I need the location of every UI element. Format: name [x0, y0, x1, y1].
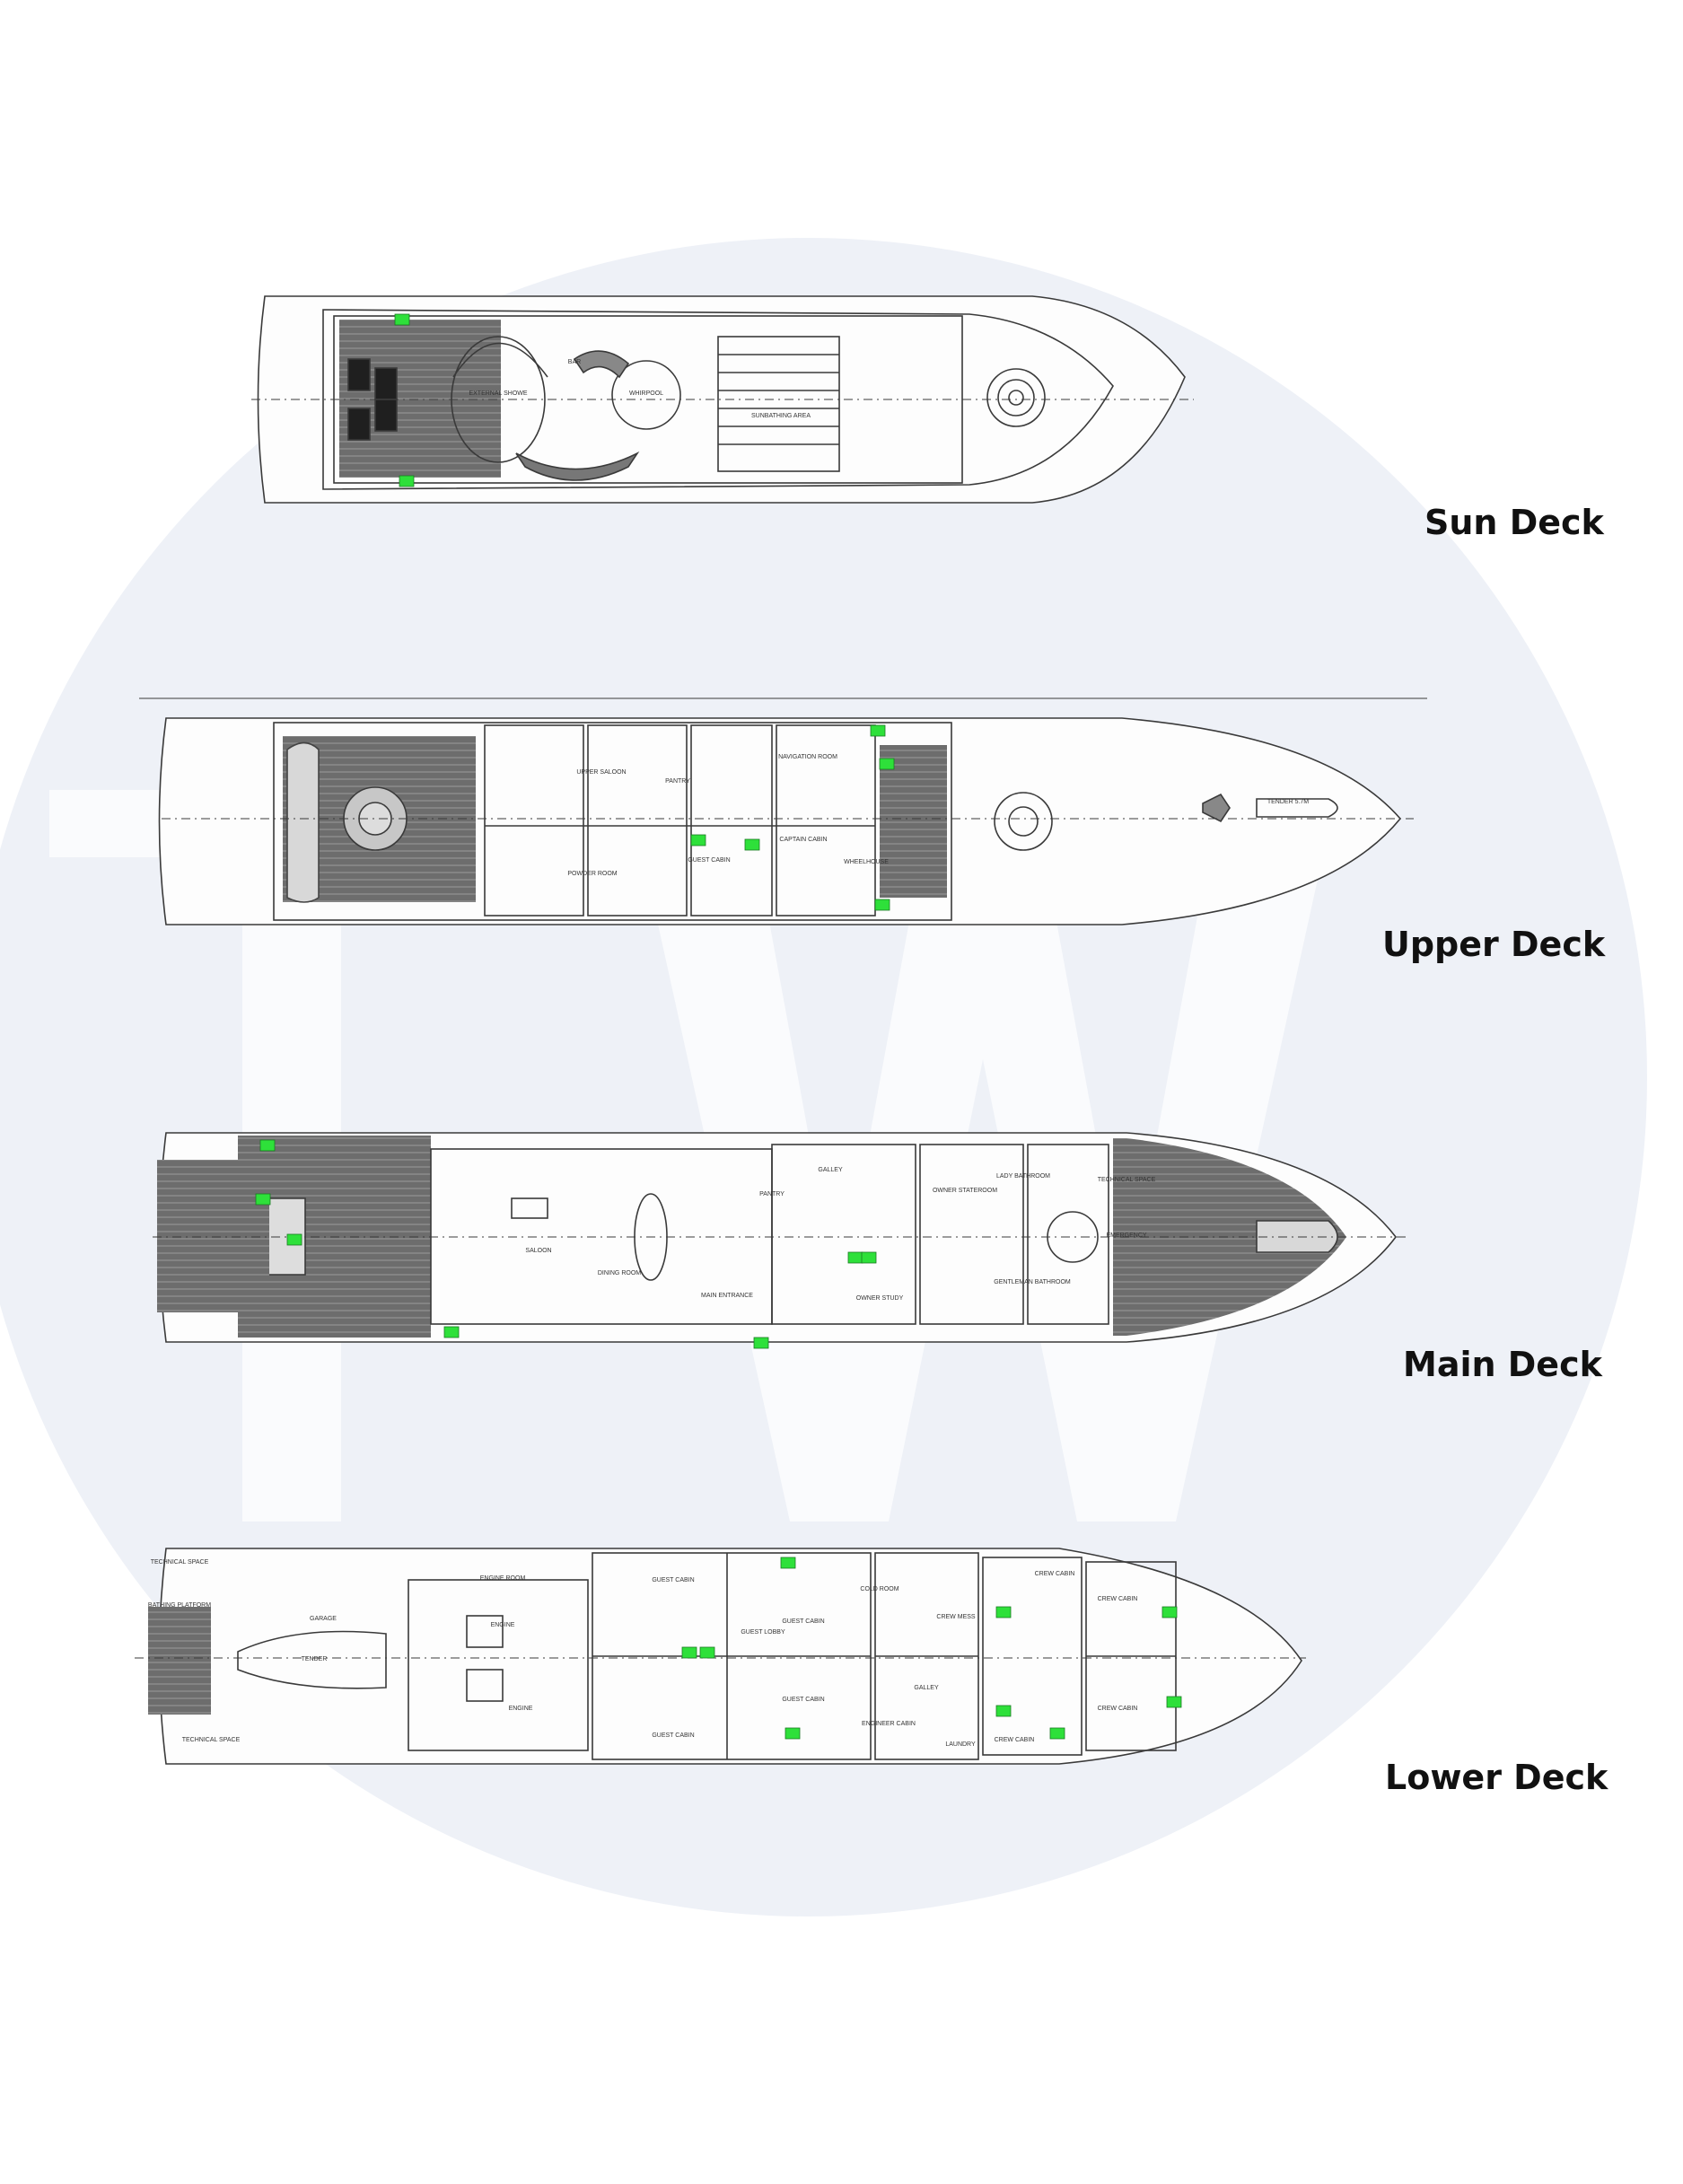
sun-deck-plan	[251, 295, 1194, 504]
lower-room-label: BATHING PLATFORM	[148, 1602, 211, 1609]
upper-deck-plan	[139, 697, 1427, 925]
main-room-label: GENTLEMAN BATHROOM	[994, 1279, 1071, 1285]
upper-room-label: GUEST CABIN	[688, 857, 730, 864]
equipment-markers	[255, 313, 1182, 1740]
lower-room-label: CREW CABIN	[1035, 1571, 1075, 1577]
deck-title-lower: Lower Deck	[1385, 1758, 1608, 1797]
main-room-label: SALOON	[525, 1248, 551, 1254]
lower-room-label: LAUNDRY	[945, 1741, 976, 1748]
equipment-marker	[874, 899, 890, 911]
upper-room-label: UPPER SALOON	[576, 769, 626, 776]
sun-room-label: EXTERNAL SHOWE	[469, 390, 527, 397]
equipment-marker	[699, 1646, 715, 1659]
equipment-marker	[259, 1139, 276, 1152]
lower-room-label: GUEST CABIN	[782, 1697, 824, 1703]
watermark-circle	[0, 238, 1647, 1916]
deck-title-sun: Sun Deck	[1424, 503, 1604, 542]
equipment-marker	[399, 475, 415, 487]
lower-room-label: GUEST CABIN	[652, 1732, 694, 1739]
equipment-marker	[443, 1326, 460, 1338]
room-labels: EXTERNAL SHOWE BAR WHIRPOOL SUNBATHING AREA…	[148, 359, 1309, 1748]
lower-room-label: ENGINE	[491, 1622, 515, 1628]
sun-room-label: SUNBATHING AREA	[751, 413, 811, 419]
main-room-label: EMERGENCY	[1106, 1232, 1146, 1239]
deck-title-upper: Upper Deck	[1382, 925, 1606, 964]
equipment-marker	[744, 838, 760, 851]
main-room-label: DINING ROOM	[598, 1270, 641, 1276]
equipment-marker	[690, 834, 706, 846]
equipment-marker	[785, 1727, 801, 1740]
main-deck-plan	[153, 1132, 1409, 1343]
equipment-marker	[995, 1606, 1012, 1618]
equipment-marker	[879, 758, 895, 770]
main-room-label: GALLEY	[818, 1167, 843, 1173]
lower-room-label: TECHNICAL SPACE	[151, 1559, 209, 1566]
equipment-marker	[255, 1193, 271, 1206]
lower-room-label: TENDER	[302, 1656, 328, 1662]
equipment-marker	[780, 1557, 796, 1569]
equipment-marker	[394, 313, 410, 326]
upper-room-label: POWDER ROOM	[567, 871, 617, 877]
equipment-marker	[681, 1646, 697, 1659]
main-room-label: PANTRY	[759, 1191, 785, 1197]
main-room-label: LADY BATHROOM	[996, 1173, 1050, 1180]
lower-room-label: GUEST CABIN	[782, 1618, 824, 1625]
lower-room-label: ENGINE	[509, 1706, 533, 1712]
deck-title-main: Main Deck	[1403, 1345, 1602, 1384]
equipment-marker	[847, 1251, 863, 1264]
lower-room-label: CREW MESS	[936, 1614, 976, 1620]
equipment-marker	[1049, 1727, 1065, 1740]
main-room-label: MAIN ENTRANCE	[701, 1293, 753, 1299]
main-room-label: OWNER STUDY	[856, 1295, 904, 1302]
main-room-label: OWNER STATEROOM	[933, 1188, 997, 1194]
lower-room-label: ENGINE ROOM	[480, 1575, 526, 1582]
lower-room-label: TECHNICAL SPACE	[182, 1737, 241, 1743]
main-room-label: TECHNICAL SPACE	[1098, 1177, 1156, 1183]
upper-room-label: NAVIGATION ROOM	[778, 754, 837, 760]
lower-room-label: GARAGE	[310, 1616, 337, 1622]
lower-room-label: GUEST LOBBY	[741, 1629, 785, 1636]
upper-room-label: PANTRY	[665, 778, 690, 785]
upper-room-label: WHEELHOUSE	[844, 859, 889, 865]
lower-room-label: GUEST CABIN	[652, 1577, 694, 1583]
equipment-marker	[870, 724, 886, 737]
equipment-marker	[995, 1705, 1012, 1717]
equipment-marker	[861, 1251, 877, 1264]
upper-room-label: TENDER 5.7M	[1267, 799, 1309, 805]
lower-room-label: ENGINEER CABIN	[862, 1721, 916, 1727]
equipment-marker	[1166, 1696, 1182, 1708]
sun-room-label: BAR	[568, 359, 581, 365]
lower-room-label: GALLEY	[914, 1685, 939, 1691]
upper-room-label: CAPTAIN CABIN	[779, 837, 827, 843]
lower-room-label: CREW CABIN	[1098, 1596, 1138, 1602]
sun-room-label: WHIRPOOL	[629, 390, 663, 397]
equipment-marker	[286, 1233, 302, 1246]
lower-room-label: COLD ROOM	[860, 1586, 898, 1592]
lower-room-label: CREW CABIN	[1098, 1706, 1138, 1712]
lower-room-label: CREW CABIN	[995, 1737, 1035, 1743]
equipment-marker	[753, 1337, 769, 1349]
lower-deck-plan	[135, 1548, 1306, 1765]
equipment-marker	[1161, 1606, 1178, 1618]
